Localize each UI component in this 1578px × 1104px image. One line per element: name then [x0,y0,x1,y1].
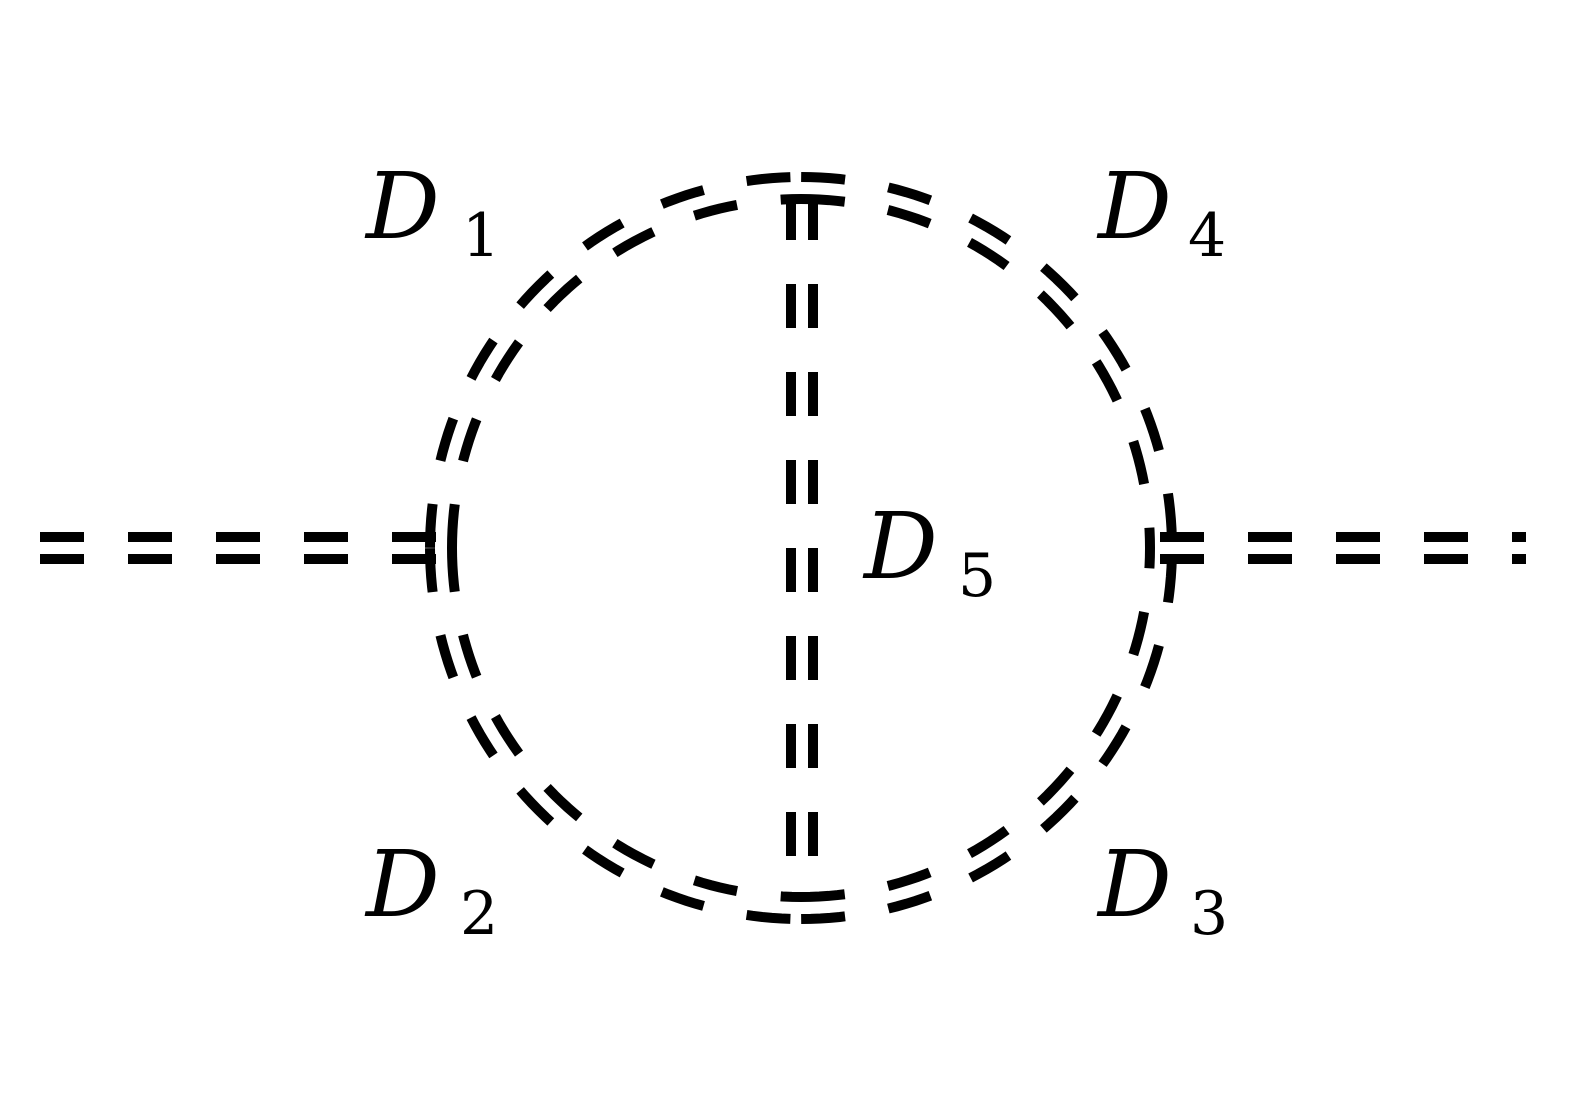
propagator-d4-rail-b [801,172,1177,548]
propagator-d4 [800,172,1177,549]
label-d4-sub: 4 [1188,201,1226,271]
label-d2-sub: 2 [460,879,498,949]
label-d2: D 2 [364,831,498,949]
label-d1-main: D [364,153,440,260]
propagator-d3-rail-a [801,548,1177,924]
incoming-leg [40,532,441,564]
propagator-d2-rail-a [425,548,801,924]
label-d1-sub: 1 [462,201,500,271]
label-d3-sub: 3 [1190,879,1228,949]
propagator-d3 [800,547,1177,924]
label-d3: D 3 [1096,831,1228,949]
label-d5-sub: 5 [958,541,996,611]
propagator-d5 [786,196,818,900]
label-d2-main: D [364,831,440,938]
outgoing-leg [1160,532,1526,564]
propagator-d1-rail-b [425,172,801,548]
propagator-d2-rail-b [446,547,802,903]
label-d4: D 4 [1096,153,1226,271]
propagator-d4-rail-a [800,193,1156,549]
propagator-d2 [425,547,802,924]
label-d1: D 1 [364,153,500,271]
label-d5: D 5 [862,493,996,611]
propagator-d1 [425,172,802,549]
label-d4-main: D [1096,153,1172,260]
diagram-lines [40,172,1526,924]
label-d5-main: D [862,493,938,600]
label-d3-main: D [1096,831,1172,938]
propagator-d1-rail-a [446,193,802,549]
propagator-d3-rail-b [800,547,1156,903]
